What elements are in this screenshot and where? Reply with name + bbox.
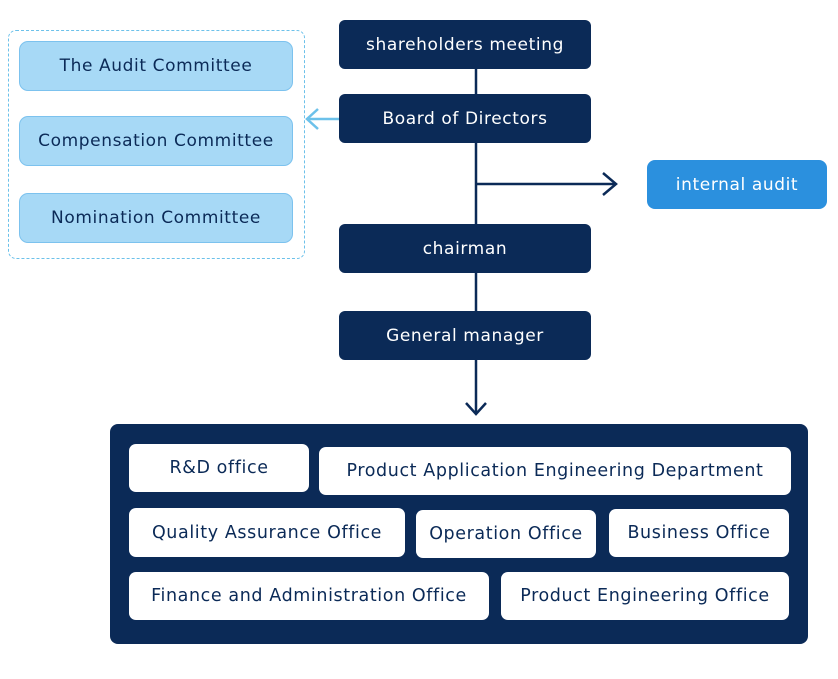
dept-quality-assurance-office: Quality Assurance Office [129,508,405,557]
dept-business-office: Business Office [609,509,789,557]
dept-product-application-engineering: Product Application Engineering Departme… [319,447,791,495]
nomination-committee: Nomination Committee [19,193,293,243]
dept-product-engineering-office: Product Engineering Office [501,572,789,620]
committees-group [8,30,305,259]
chairman-node: chairman [339,224,591,273]
shareholders-meeting-node: shareholders meeting [339,20,591,69]
audit-committee: The Audit Committee [19,41,293,91]
dept-finance-administration-office: Finance and Administration Office [129,572,489,620]
internal-audit-node: internal audit [647,160,827,209]
dept-operation-office: Operation Office [416,510,596,558]
board-of-directors-node: Board of Directors [339,94,591,143]
arrow-left-icon [305,108,339,130]
compensation-committee: Compensation Committee [19,116,293,166]
general-manager-node: General manager [339,311,591,360]
dept-rd-office: R&D office [129,444,309,492]
arrow-down-icon [465,402,487,416]
arrow-right-icon [476,172,618,196]
